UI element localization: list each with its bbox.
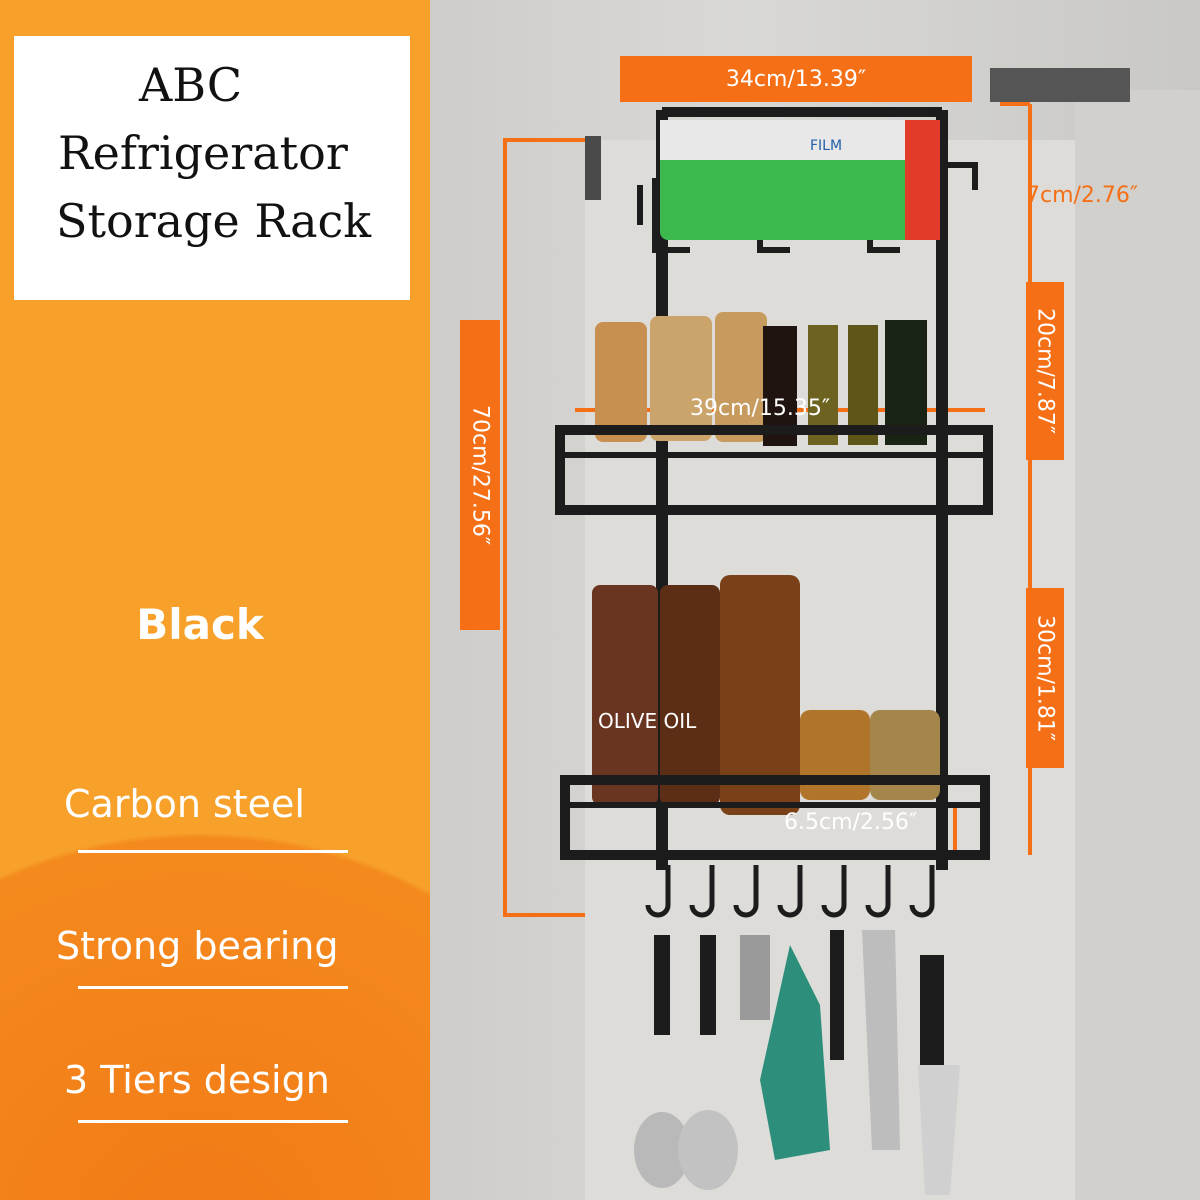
dimension-total-height: 70cm/27.56″: [460, 320, 500, 630]
lower-shelf: [560, 575, 990, 860]
wrap-box-stripe: [905, 120, 940, 240]
fridge-side: [1075, 90, 1200, 1200]
dimension-shelf-depth: 6.5cm/2.56″: [784, 810, 918, 835]
feature-strong-bearing: Strong bearing: [56, 924, 339, 968]
feature-divider: [78, 850, 348, 853]
feature-tiers-design: 3 Tiers design: [64, 1058, 330, 1102]
product-title-line-1: Refrigerator: [58, 126, 348, 180]
feature-carbon-steel: Carbon steel: [64, 782, 305, 826]
left-panel: ABC Refrigerator Storage Rack Black Carb…: [0, 0, 430, 1200]
hooks: [645, 865, 935, 918]
feature-divider: [78, 1120, 348, 1123]
door-hinge: [585, 136, 601, 200]
dimension-shelf-width: 39cm/15.35″: [690, 396, 831, 421]
wrap-box-top: [660, 120, 940, 160]
dimension-lower-gap: 30cm/1.81″: [1026, 588, 1064, 768]
oil-label: OLIVE OIL: [598, 709, 697, 733]
film-label: FILM: [810, 138, 842, 154]
dimension-top-width: 34cm/13.39″: [620, 56, 972, 102]
product-title-line-2: Storage Rack: [56, 194, 372, 248]
utensils: [634, 930, 960, 1195]
upper-shelf: [555, 312, 993, 515]
dimension-top-gap: 7cm/2.76″: [1026, 182, 1139, 208]
brand-title: ABC: [139, 58, 243, 112]
title-card: ABC Refrigerator Storage Rack: [14, 36, 410, 300]
feature-divider: [78, 986, 348, 989]
dimension-upper-gap: 20cm/7.87″: [1026, 282, 1064, 460]
color-label: Black: [136, 600, 264, 649]
top-hinge: [990, 68, 1130, 102]
